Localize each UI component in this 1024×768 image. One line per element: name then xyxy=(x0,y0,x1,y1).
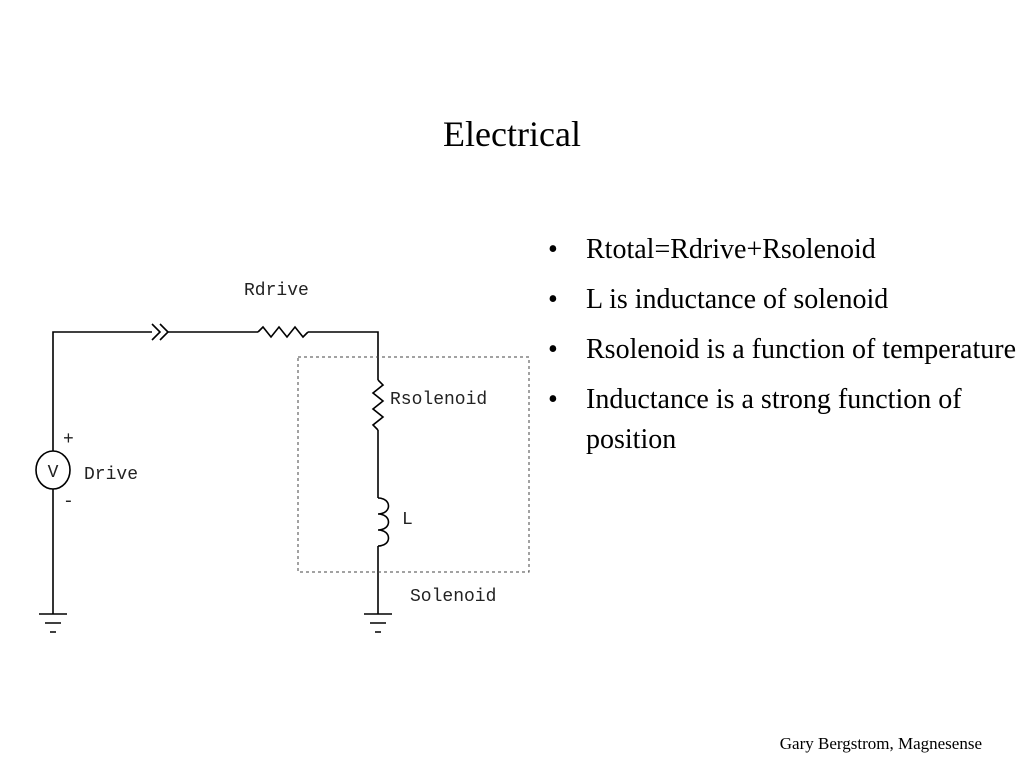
bullet-item: • L is inductance of solenoid xyxy=(548,280,1018,320)
rsolenoid-resistor xyxy=(371,379,385,431)
bullet-item: • Rsolenoid is a function of temperature xyxy=(548,330,1018,370)
source-minus-sign: - xyxy=(63,492,74,512)
rdrive-label: Rdrive xyxy=(244,281,309,301)
current-arrow xyxy=(151,323,170,341)
bullet-text: Rtotal=Rdrive+Rsolenoid xyxy=(586,234,876,265)
bullet-dot: • xyxy=(548,334,558,365)
bullet-item: • Inductance is a strong function of pos… xyxy=(548,380,1018,460)
slide-title: Electrical xyxy=(443,114,581,154)
inductor-coil xyxy=(377,497,390,547)
bullet-text: Rsolenoid is a function of temperature xyxy=(586,334,1016,365)
solenoid-box xyxy=(297,356,530,573)
wire-top-right xyxy=(308,331,379,380)
rdrive-resistor xyxy=(257,325,309,339)
bullet-text: L is inductance of solenoid xyxy=(586,284,889,315)
wire-left-top xyxy=(52,331,152,451)
bullet-dot: • xyxy=(548,284,558,315)
inductor-label: L xyxy=(402,510,413,530)
ground-symbol-left xyxy=(39,613,67,633)
rsolenoid-label: Rsolenoid xyxy=(390,390,487,410)
voltage-source-symbol: V xyxy=(48,463,59,483)
ground-symbol-right xyxy=(364,613,392,633)
bullet-item: • Rtotal=Rdrive+Rsolenoid xyxy=(548,230,1018,270)
bullet-dot: • xyxy=(548,384,558,415)
footer-credit: Gary Bergstrom, Magnesense xyxy=(779,734,982,753)
solenoid-box-label: Solenoid xyxy=(410,587,496,607)
source-label-drive: Drive xyxy=(84,465,138,485)
source-plus-sign: + xyxy=(63,430,74,450)
bullet-list: • Rtotal=Rdrive+Rsolenoid • L is inducta… xyxy=(548,230,1018,470)
bullet-text: Inductance is a strong function of posit… xyxy=(586,384,962,455)
bullet-dot: • xyxy=(548,234,558,265)
